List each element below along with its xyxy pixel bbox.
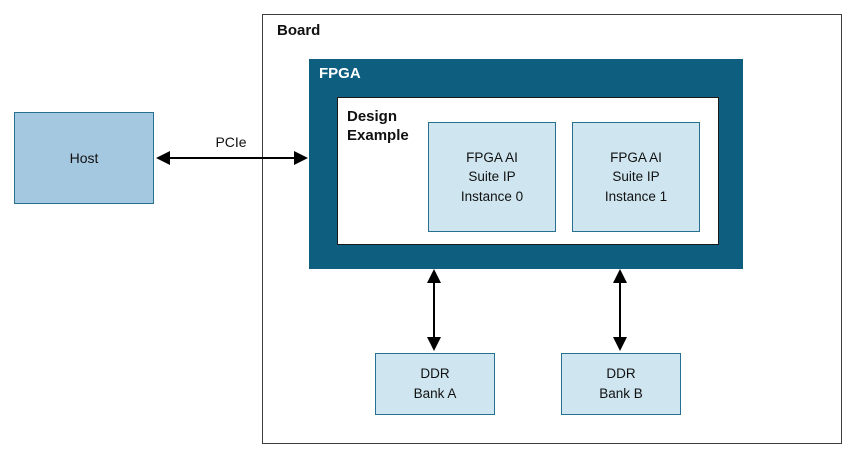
fpga-ai-suite-ip-instance-0-box: FPGA AI Suite IP Instance 0 xyxy=(428,122,556,232)
host-box: Host xyxy=(14,112,154,204)
ddr-bank-b-box: DDR Bank B xyxy=(561,353,681,415)
board-box: Board FPGA Design Example FPGA AI Suite … xyxy=(262,14,842,444)
ddr-bank-a-box: DDR Bank A xyxy=(375,353,495,415)
fpga-box: FPGA Design Example FPGA AI Suite IP Ins… xyxy=(309,59,743,269)
design-example-box: Design Example FPGA AI Suite IP Instance… xyxy=(337,97,719,245)
board-label: Board xyxy=(277,22,321,39)
ddr-bank-b-label: DDR Bank B xyxy=(599,366,643,401)
instance-1-label: FPGA AI Suite IP Instance 1 xyxy=(604,149,668,204)
fpga-ai-suite-ip-instance-1-box: FPGA AI Suite IP Instance 1 xyxy=(572,122,700,232)
pcie-label: PCIe xyxy=(215,134,247,150)
instance-0-label: FPGA AI Suite IP Instance 0 xyxy=(460,149,524,204)
fpga-label: FPGA xyxy=(319,65,361,82)
design-example-label: Design Example xyxy=(347,108,409,144)
ddr-bank-a-label: DDR Bank A xyxy=(413,366,457,401)
host-label: Host xyxy=(69,150,99,166)
